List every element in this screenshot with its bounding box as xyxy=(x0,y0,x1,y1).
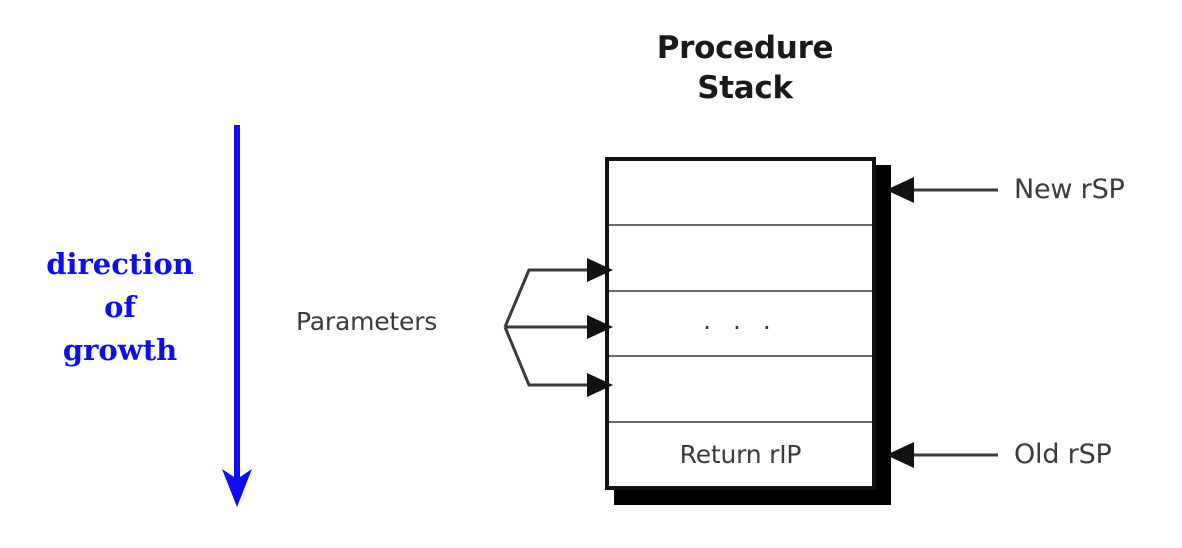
title-line-2: Stack xyxy=(697,70,793,106)
title-line-1: Procedure xyxy=(656,30,834,66)
stack-row xyxy=(609,357,872,423)
growth-line-2: of xyxy=(104,290,136,324)
new-rsp-arrow-icon xyxy=(886,177,998,203)
page-title: Procedure Stack xyxy=(570,28,920,108)
stack-row: . . . xyxy=(609,292,872,358)
stack-row-ellipsis: . . . xyxy=(703,306,778,336)
procedure-stack: . . . Return rIP xyxy=(596,150,896,510)
old-rsp-arrow-icon xyxy=(886,442,998,468)
growth-down-arrow-icon xyxy=(222,125,252,507)
growth-line-3: growth xyxy=(62,333,178,367)
new-rsp-label: New rSP xyxy=(1014,174,1125,205)
parameters-branch-arrows-icon xyxy=(503,258,613,397)
stack-row-label: Return rIP xyxy=(679,439,802,469)
growth-direction-label: direction of growth xyxy=(20,243,220,372)
old-rsp-label: Old rSP xyxy=(1014,439,1112,470)
stack-row xyxy=(609,226,872,292)
stack-row xyxy=(609,161,872,227)
stack-row: Return rIP xyxy=(609,423,872,486)
parameters-label: Parameters xyxy=(296,307,438,336)
growth-line-1: direction xyxy=(46,247,194,281)
stack-box: . . . Return rIP xyxy=(605,157,876,490)
